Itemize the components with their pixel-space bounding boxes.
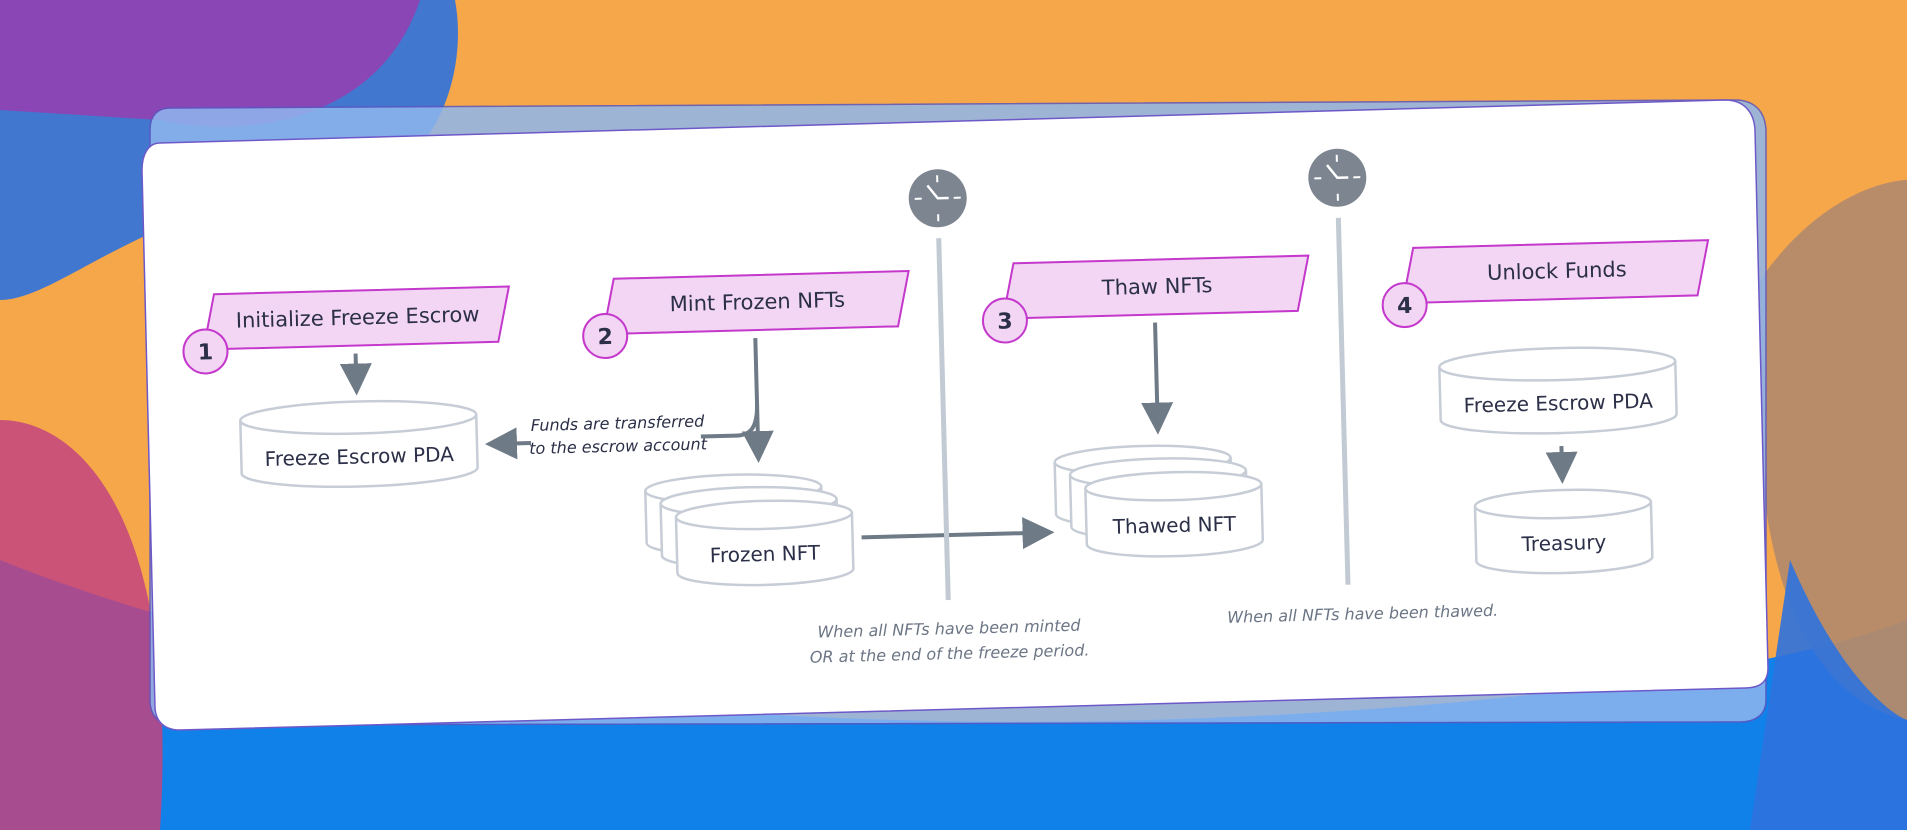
- clock-icon: [908, 169, 967, 228]
- freeze-escrow-pda-label: Freeze Escrow PDA: [264, 442, 454, 471]
- treasury-label: Treasury: [1520, 530, 1607, 556]
- timeline-1: [936, 238, 951, 601]
- step-3-label: Thaw NFTs: [1101, 273, 1213, 300]
- arrow-step1-to-pda: [339, 353, 372, 396]
- step-4-number: 4: [1397, 294, 1413, 319]
- arrow-frozen-to-thawed: [861, 517, 1055, 550]
- step-2-label: Mint Frozen NFTs: [669, 288, 845, 317]
- arrow-funds-to-pda: [484, 427, 532, 460]
- step-3-number: 3: [997, 309, 1013, 334]
- thawed-nft-label: Thawed NFT: [1111, 512, 1237, 539]
- step-2: Mint Frozen NFTs 2: [582, 270, 910, 360]
- treasury-db: Treasury: [1473, 488, 1654, 575]
- branch-to-funds: [700, 403, 760, 439]
- step-2-number: 2: [597, 325, 613, 350]
- card: [141, 99, 1769, 731]
- step-4-badge: [1381, 282, 1428, 329]
- arrow-mint-to-frozen: [741, 338, 774, 464]
- freeze-escrow-pda-db-2: Freeze Escrow PDA: [1438, 346, 1678, 435]
- clock-icon: [1308, 148, 1367, 207]
- step-3: Thaw NFTs 3: [981, 254, 1310, 344]
- funds-note-line1: Funds are transferred: [531, 411, 706, 435]
- arrow-thaw-to-thawed: [1141, 322, 1174, 435]
- arrow-pda-to-treasury: [1545, 445, 1578, 484]
- step-1-badge: [182, 328, 229, 375]
- frozen-nft-db-stack: Frozen NFT: [644, 473, 855, 587]
- step-4-label: Unlock Funds: [1487, 257, 1627, 285]
- thawed-nft-db-stack: Thawed NFT: [1053, 444, 1265, 558]
- freeze-escrow-pda-db: Freeze Escrow PDA: [239, 399, 479, 489]
- timeline-2: [1335, 217, 1351, 585]
- step-3-badge: [981, 297, 1028, 344]
- freeze-escrow-pda-2-label: Freeze Escrow PDA: [1463, 389, 1653, 418]
- step-2-badge: [582, 313, 629, 360]
- step-4: Unlock Funds 4: [1381, 239, 1710, 329]
- step-1: Initialize Freeze Escrow 1: [182, 285, 511, 375]
- frozen-nft-label: Frozen NFT: [710, 540, 822, 567]
- funds-note-line2: to the escrow account: [529, 434, 708, 458]
- step-1-number: 1: [198, 340, 214, 365]
